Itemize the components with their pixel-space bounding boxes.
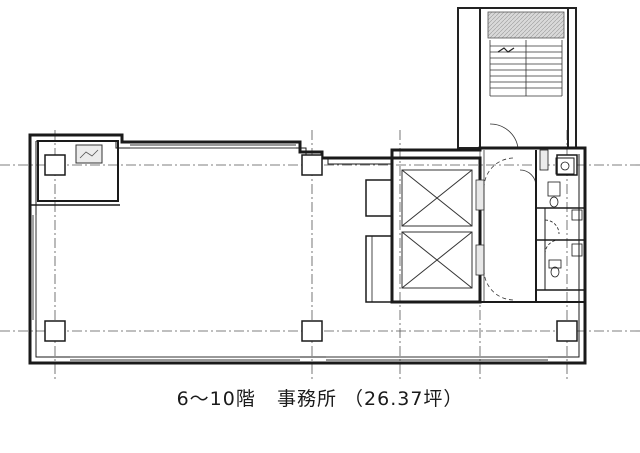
staircase [457,7,577,149]
caption-floors: 6～10階 [176,388,256,410]
caption-use: 事務所 [276,388,337,410]
caption-area: （26.37坪） [344,388,464,410]
hall [480,150,585,303]
floor-plan [0,7,640,380]
windows [32,144,548,361]
toilet-block [536,149,585,291]
pipe-shafts [365,179,393,303]
plan-caption: 6～10階 事務所 （26.37坪） [0,384,640,411]
elevator-core [390,156,485,304]
shaft-room [75,144,103,164]
columns [44,154,578,342]
